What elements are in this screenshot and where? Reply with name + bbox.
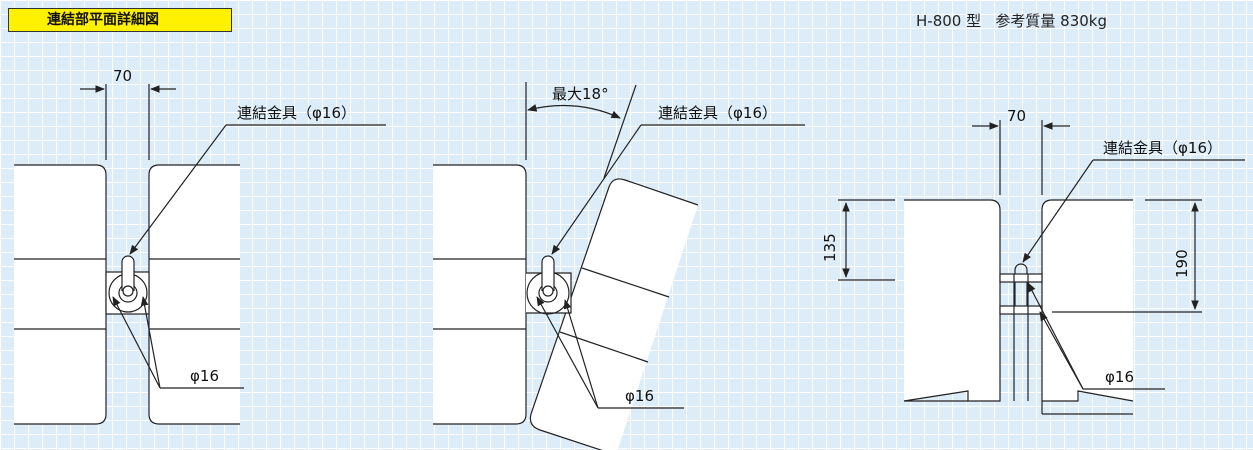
dim-135-label: 135 [821,233,839,262]
section-right-block [1041,199,1134,402]
spec-label: H-800 型 参考質量 830kg [916,10,1107,31]
right-block [148,164,240,425]
gap-dim-label-1: 70 [113,67,132,85]
panel-angled [433,82,805,450]
left-block-2 [433,164,527,425]
angle-label: 最大18° [552,85,609,103]
rotated-block [529,178,699,450]
panel-straight [14,84,386,425]
fitting-label-2: 連結金具（φ16） [658,104,777,122]
panel-section [838,120,1245,415]
dim-190-label: 190 [1173,249,1191,278]
gap-dim-label-2: 70 [1007,107,1026,125]
diagram-title: 連結部平面詳細図 [8,8,232,32]
fitting-label-3: 連結金具（φ16） [1103,139,1222,157]
weight-label: 参考質量 830kg [995,12,1108,30]
fitting-label-1: 連結金具（φ16） [237,104,356,122]
diameter-label-3: φ16 [1105,368,1134,386]
left-block [14,164,107,425]
model-label: H-800 型 [916,12,982,30]
section-left-block [903,199,1001,402]
diameter-label-1: φ16 [190,367,219,385]
diameter-label-2: φ16 [625,387,654,405]
